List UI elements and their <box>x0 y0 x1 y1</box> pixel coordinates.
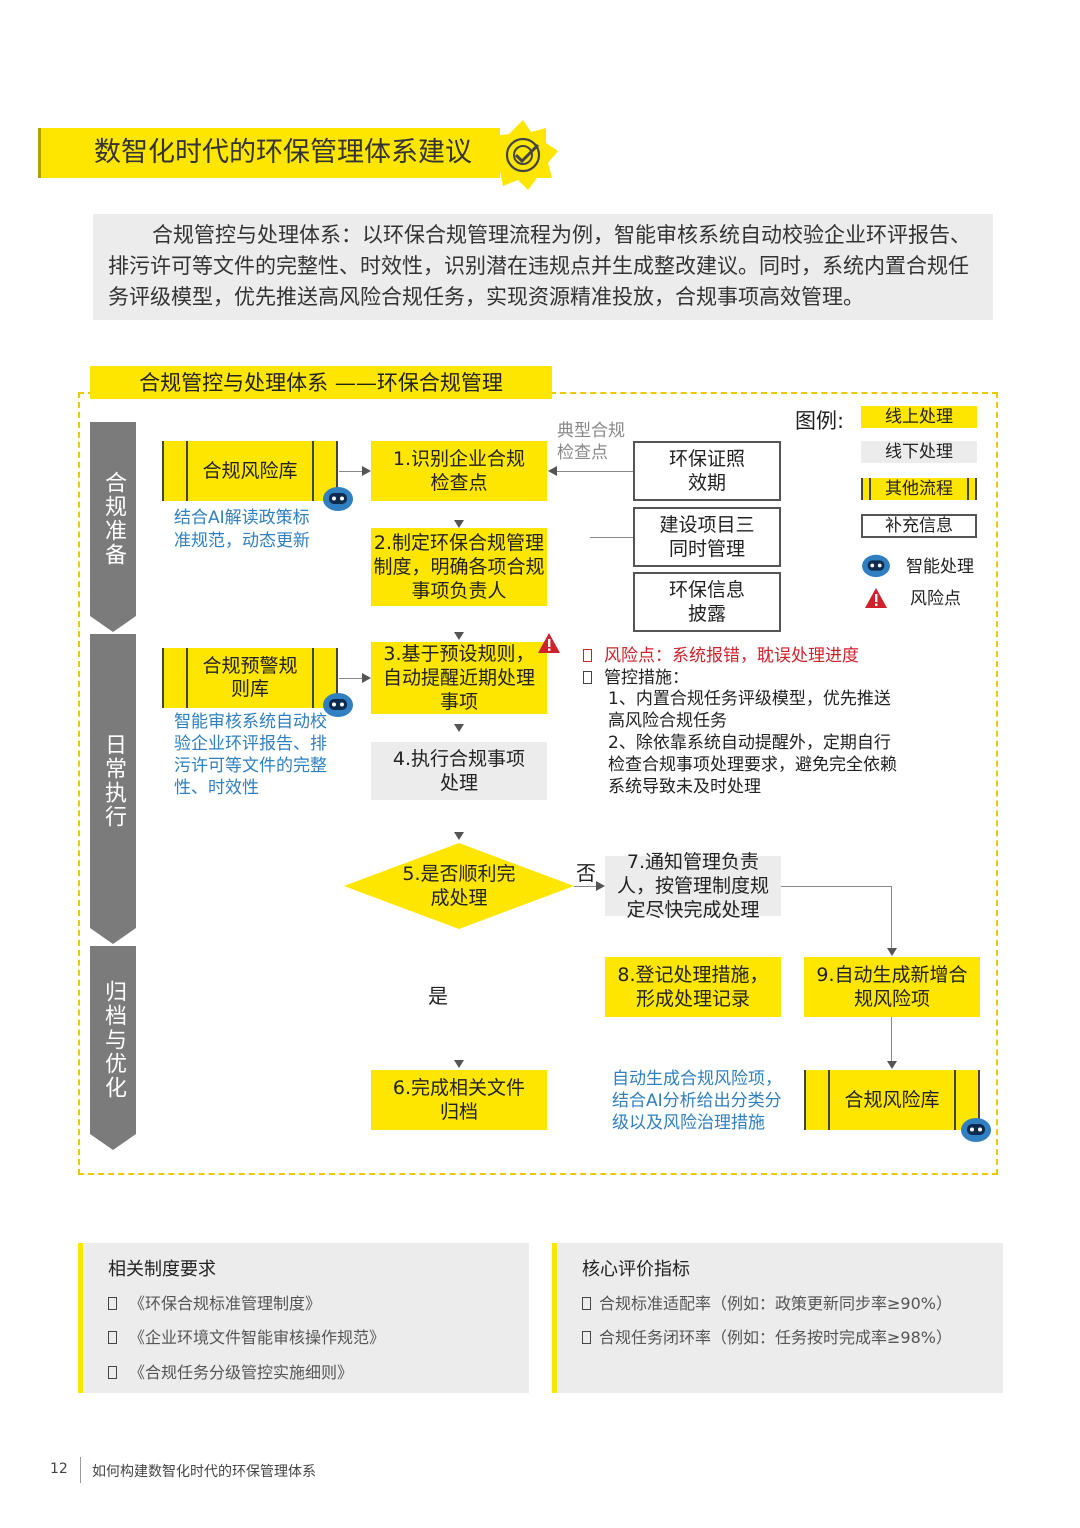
legend-offline: 线下处理 <box>861 441 977 463</box>
control-2: 2、除依靠系统自动提醒外，定期自行检查合规事项处理要求，避免完全依赖系统导致未及… <box>608 733 897 797</box>
step-7: 7.通知管理负责人，按管理制度规定尽快完成处理 <box>605 851 781 921</box>
requirement-item: 《合规任务分级管控实施细则》 <box>108 1359 353 1383</box>
phase-execute: 日常执行 <box>90 634 136 928</box>
requirements-panel <box>78 1243 529 1393</box>
legend-other: 其他流程 <box>861 478 977 500</box>
ai-robot-icon <box>961 1118 991 1142</box>
legend-supplement: 补充信息 <box>861 514 977 538</box>
decision-diamond <box>344 843 574 929</box>
requirement-item: 《环保合规标准管理制度》 <box>108 1290 321 1314</box>
step-5: 5.是否顺利完成处理 <box>402 863 516 909</box>
control-1: 1、内置合规任务评级模型，优先推送高风险合规任务 <box>608 689 891 731</box>
step-2: 2.制定环保合规管理制度，明确各项合规事项负责人 <box>371 528 547 606</box>
risk-warning-icon <box>865 588 887 608</box>
step-4: 4.执行合规事项处理 <box>371 742 547 800</box>
check-1: 环保证照效期 <box>633 441 781 501</box>
requirement-item: 《企业环境文件智能审核操作规范》 <box>108 1324 385 1348</box>
yes-label: 是 <box>428 984 448 1008</box>
risk-db-1-note: 结合AI解读政策标准规范，动态更新 <box>174 508 310 551</box>
risk-db-2: 合规风险库 <box>804 1070 980 1130</box>
ai-robot-icon <box>862 554 890 578</box>
footer-title: 如何构建数智化时代的环保管理体系 <box>92 1464 316 1480</box>
ai-robot-icon <box>323 693 353 717</box>
check-2: 建设项目三同时管理 <box>633 507 781 567</box>
legend-online: 线上处理 <box>861 406 977 428</box>
check-label: 典型合规检查点 <box>557 421 625 463</box>
kpi-item: 合规任务闭环率（例如：任务按时完成率≥98%） <box>582 1324 952 1348</box>
legend-risk: 风险点 <box>910 589 961 609</box>
section-title: 数智化时代的环保管理体系建议 <box>94 137 472 168</box>
legend-ai: 智能处理 <box>906 557 974 577</box>
diagram-title: 合规管控与处理体系 ——环保合规管理 <box>90 366 552 399</box>
title-banner <box>38 128 500 178</box>
requirements-title: 相关制度要求 <box>108 1259 216 1280</box>
intro-text: 合规管控与处理体系：以环保合规管理流程为例，智能审核系统自动校验企业环评报告、排… <box>108 223 971 309</box>
no-label: 否 <box>576 861 596 885</box>
step-1: 1.识别企业合规检查点 <box>371 441 547 501</box>
intro-box <box>93 214 993 320</box>
page-number: 12 <box>50 1461 68 1477</box>
legend-label: 图例: <box>795 409 845 433</box>
kpi-title: 核心评价指标 <box>582 1259 690 1280</box>
risk-db-2-note: 自动生成合规风险项，结合AI分析给出分类分级以及风险治理措施 <box>612 1069 782 1133</box>
warning-rule-db-note: 智能审核系统自动校验企业环评报告、排污许可等文件的完整性、时效性 <box>174 712 327 798</box>
step-9: 9.自动生成新增合规风险项 <box>804 957 980 1017</box>
kpi-panel <box>552 1243 1003 1393</box>
phase-archive: 归档与优化 <box>90 946 136 1134</box>
check-3: 环保信息披露 <box>633 572 781 632</box>
risk-db-1: 合规风险库 <box>162 441 338 501</box>
risk-note: 风险点：系统报错，耽误处理进度 <box>583 644 859 668</box>
control-title: 管控措施： <box>583 666 689 690</box>
step-6: 6.完成相关文件归档 <box>371 1070 547 1130</box>
step-3: 3.基于预设规则，自动提醒近期处理事项 <box>371 642 547 714</box>
step-8: 8.登记处理措施，形成处理记录 <box>605 957 781 1017</box>
check-badge-icon <box>488 120 558 190</box>
risk-warning-icon <box>538 633 560 653</box>
warning-rule-db: 合规预警规则库 <box>162 648 338 708</box>
ai-robot-icon <box>323 487 353 511</box>
footer-divider <box>80 1457 81 1483</box>
phase-prepare: 合规准备 <box>90 422 136 616</box>
kpi-item: 合规标准适配率（例如：政策更新同步率≥90%） <box>582 1290 952 1314</box>
